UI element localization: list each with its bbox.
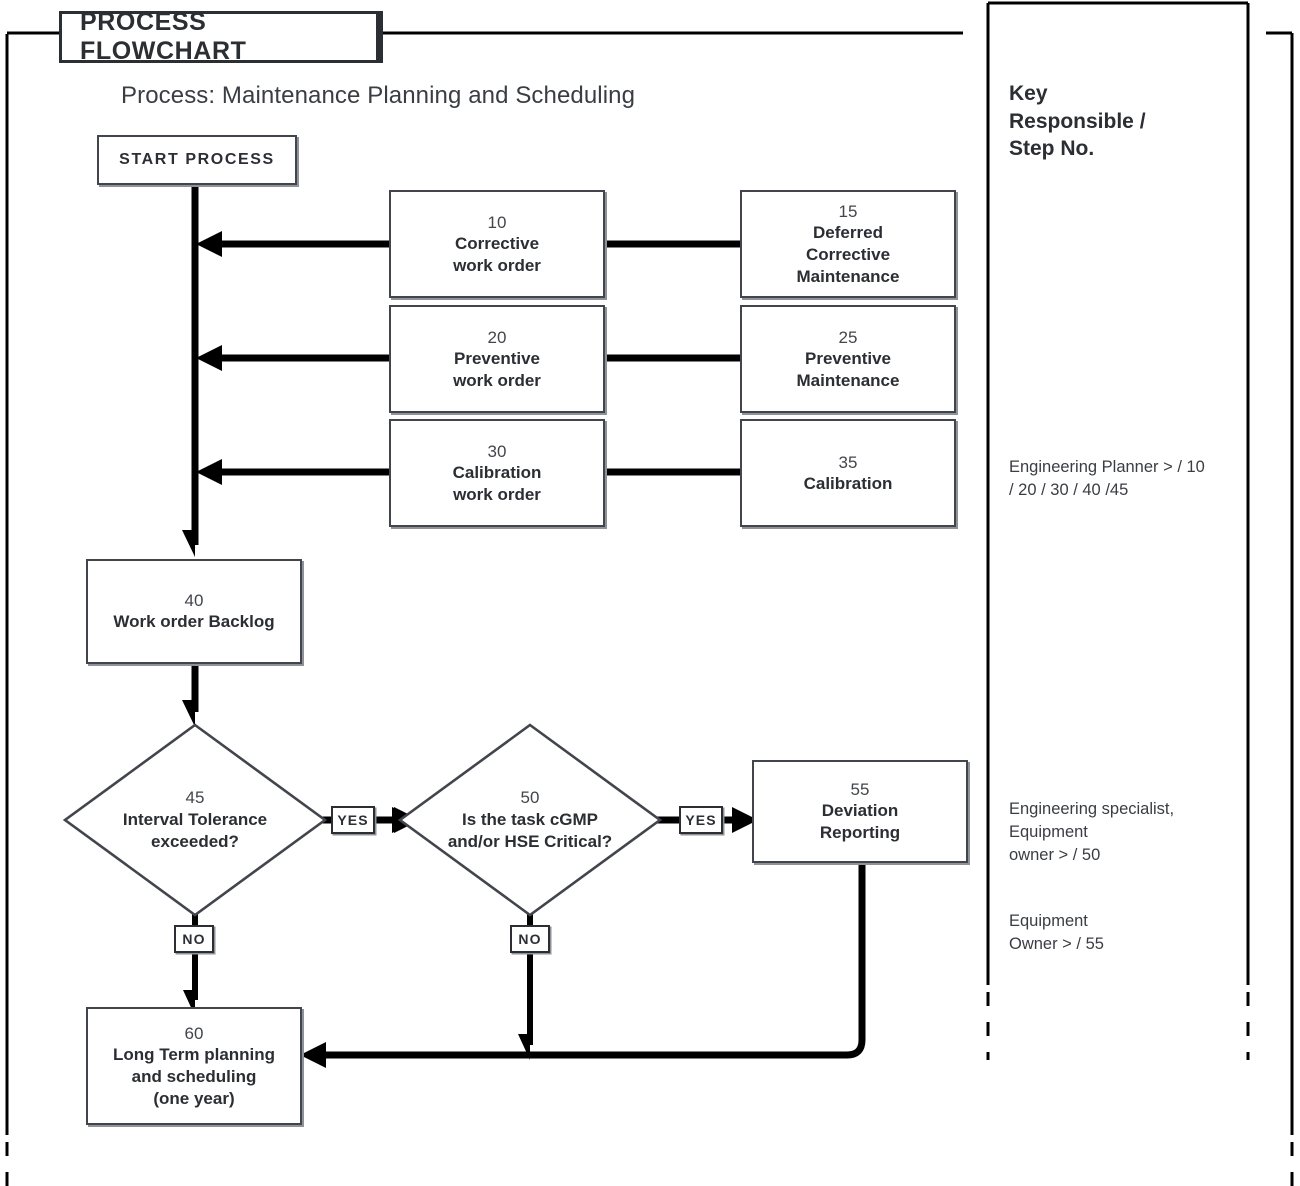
node-60-long-term-planning[interactable]: 60 Long Term planning and scheduling (on… (86, 1007, 302, 1125)
node-60-line-2: and scheduling (131, 1066, 257, 1086)
node-10-line-1: Corrective (454, 233, 540, 253)
decision-50-line-1: Is the task cGMP (461, 809, 599, 829)
node-30-line-2: work order (453, 484, 541, 504)
node-20-number: 20 (487, 327, 507, 347)
process-subtitle: Process: Maintenance Planning and Schedu… (121, 82, 636, 109)
node-30-number: 30 (487, 441, 507, 461)
node-35-line-1: Calibration (803, 473, 893, 493)
node-40-line-1: Work order Backlog (113, 612, 275, 632)
process-flowchart-title-tab: PROCESS FLOWCHART (59, 8, 379, 65)
node-40-work-order-backlog[interactable]: 40 Work order Backlog (86, 559, 302, 664)
node-15-line-3: Maintenance (796, 266, 900, 286)
edge-label-yes-50: YES (679, 806, 723, 834)
key-note-engineering-specialist: Engineering specialist, Equipment owner … (1009, 800, 1175, 864)
node-55-deviation-reporting[interactable]: 55 Deviation Reporting (752, 760, 968, 863)
node-20-line-2: work order (453, 370, 541, 390)
node-55-number: 55 (850, 780, 870, 800)
node-25-line-1: Preventive (805, 348, 891, 368)
node-25-number: 25 (838, 327, 858, 347)
node-10-number: 10 (487, 212, 507, 232)
node-20-line-1: Preventive (454, 348, 540, 368)
node-55-line-1: Deviation (821, 801, 899, 821)
outer-frame-right (1266, 31, 1294, 1186)
node-15-deferred-corrective-maintenance[interactable]: 15 Deferred Corrective Maintenance (740, 190, 956, 298)
key-panel-title: Key Responsible / Step No. (1009, 82, 1146, 161)
node-55-line-2: Reporting (819, 823, 901, 843)
node-15-line-1: Deferred (813, 223, 883, 242)
decision-50-line-2: and/or HSE Critical? (447, 832, 613, 852)
key-note-equipment-owner: Equipment Owner > / 55 (1009, 912, 1104, 953)
edge-label-no-45: NO (174, 925, 214, 953)
decision-45-line-1: Interval Tolerance (122, 809, 268, 829)
connector-start-to-backlog (182, 185, 208, 557)
node-15-number: 15 (838, 201, 858, 221)
node-20-preventive-work-order[interactable]: 20 Preventive work order (389, 305, 605, 413)
edge-label-yes-45: YES (331, 806, 375, 834)
node-30-calibration-work-order[interactable]: 30 Calibration work order (389, 419, 605, 527)
node-60-line-1: Long Term planning (112, 1045, 276, 1064)
key-note-engineering-planner: Engineering Planner > / 10 / 20 / 30 / 4… (1009, 458, 1205, 499)
edge-label-no-50: NO (510, 925, 550, 953)
node-40-number: 40 (184, 591, 204, 610)
decision-50-number: 50 (520, 787, 540, 807)
decision-45-interval-tolerance[interactable]: 45 Interval Tolerance exceeded? (62, 722, 328, 918)
connector-backlog-to-45 (182, 663, 208, 727)
node-30-line-1: Calibration (452, 462, 542, 482)
node-35-calibration[interactable]: 35 Calibration (740, 419, 956, 527)
node-15-line-2: Corrective (805, 244, 891, 264)
page-title: PROCESS FLOWCHART (80, 8, 247, 65)
node-start-process[interactable]: START PROCESS (97, 135, 297, 185)
decision-45-number: 45 (185, 787, 205, 807)
node-60-line-3: (one year) (153, 1088, 235, 1108)
decision-50-cgmp-hse-critical[interactable]: 50 Is the task cGMP and/or HSE Critical? (397, 722, 663, 918)
node-10-corrective-work-order[interactable]: 10 Corrective work order (389, 190, 605, 298)
decision-45-line-2: exceeded? (151, 832, 239, 852)
node-60-number: 60 (184, 1023, 204, 1043)
node-10-line-2: work order (453, 255, 541, 275)
node-35-number: 35 (838, 452, 858, 472)
node-25-line-2: Maintenance (796, 370, 900, 390)
node-25-preventive-maintenance[interactable]: 25 Preventive Maintenance (740, 305, 956, 413)
node-start-process-label: START PROCESS (119, 150, 275, 168)
